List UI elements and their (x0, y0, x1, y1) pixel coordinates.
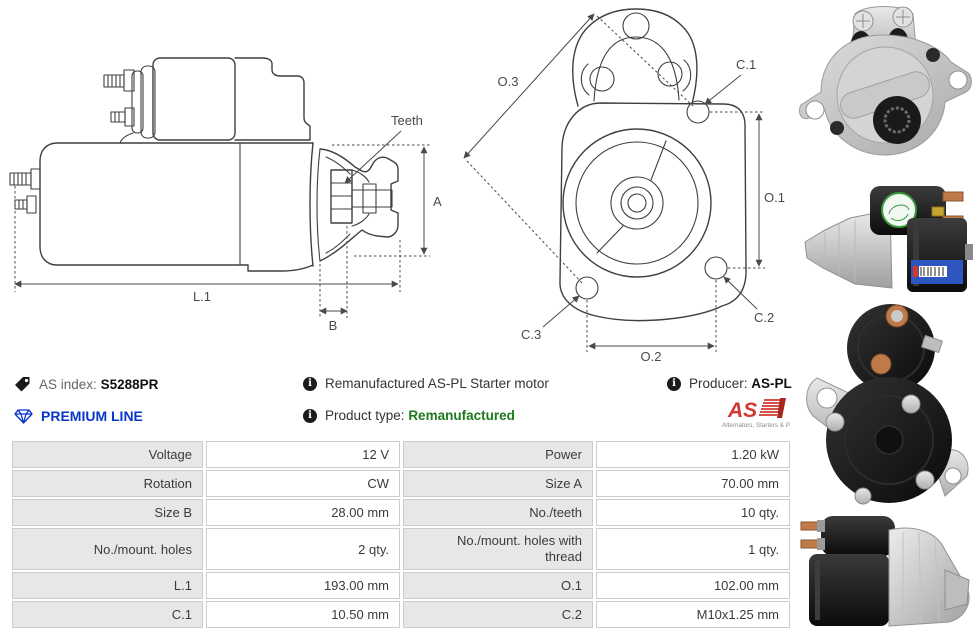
dim-label-a: A (433, 194, 442, 209)
product-photo-2[interactable] (795, 180, 976, 300)
spec-value: 1.20 kW (596, 441, 790, 468)
dim-label-o2: O.2 (641, 349, 662, 364)
starter-front-view-photo (798, 6, 972, 156)
producer-value: AS-PL (751, 376, 792, 391)
spec-value: 1 qty. (596, 528, 790, 570)
starter-profile-view-photo (800, 516, 970, 627)
dim-label-o3: O.3 (498, 74, 519, 89)
spec-value: 28.00 mm (206, 499, 400, 526)
spec-value: M10x1.25 mm (596, 601, 790, 628)
tag-icon (15, 377, 30, 392)
info-icon: i (303, 376, 317, 391)
dim-label-o1: O.1 (764, 190, 785, 205)
dim-label-c1: C.1 (736, 57, 756, 72)
product-photo-3[interactable] (795, 300, 976, 510)
spec-value: CW (206, 470, 400, 497)
premium-line-label: PREMIUM LINE (41, 408, 143, 424)
spec-label: Voltage (12, 441, 203, 468)
diamond-icon (14, 408, 33, 424)
as-pl-logo-icon: AS Alternators, Starters & Parts (722, 398, 800, 429)
as-index-value: S5288PR (100, 377, 159, 392)
spec-label: L.1 (12, 572, 203, 599)
producer-label: Producer: (689, 376, 748, 391)
dim-label-c2: C.2 (754, 310, 774, 325)
spec-value: 102.00 mm (596, 572, 790, 599)
info-icon: i (667, 376, 681, 391)
dim-label-c3: C.3 (521, 327, 541, 342)
product-photo-1[interactable] (795, 0, 976, 180)
logo-tagline: Alternators, Starters & Parts (722, 422, 790, 429)
spec-label: No./mount. holes with thread (403, 528, 593, 570)
starter-front-view-drawing: O.3 O.1 O.2 C.1 C.2 C.3 (463, 8, 785, 364)
product-type-value: Remanufactured (408, 408, 515, 423)
spec-value: 70.00 mm (596, 470, 790, 497)
as-index: AS index: S5288PR (14, 376, 158, 393)
dimension-drawings: L.1 B A Teeth (9, 8, 785, 364)
producer: i Producer: AS-PL (667, 376, 792, 391)
dim-label-l1: L.1 (193, 289, 211, 304)
spec-label: No./teeth (403, 499, 593, 526)
starter-side-view-photo (804, 186, 973, 292)
spec-label: No./mount. holes (12, 528, 203, 570)
spec-label: C.1 (12, 601, 203, 628)
logo-text: AS (727, 399, 757, 422)
product-info-bar: AS index: S5288PR PREMIUM LINE i Remanuf… (0, 366, 800, 440)
spec-value: 193.00 mm (206, 572, 400, 599)
spec-label: Power (403, 441, 593, 468)
starter-side-view-drawing: L.1 B A Teeth (9, 57, 442, 333)
product-photo-4[interactable] (795, 510, 976, 636)
as-index-label: AS index: (39, 377, 97, 392)
spec-label: C.2 (403, 601, 593, 628)
spec-label: Size B (12, 499, 203, 526)
product-type: i Product type: Remanufactured (303, 408, 515, 423)
premium-line-badge: PREMIUM LINE (14, 408, 143, 424)
spec-table: Voltage 12 V Power 1.20 kW Rotation CW S… (12, 441, 790, 628)
starter-rear-view-photo (806, 304, 969, 505)
product-description: i Remanufactured AS-PL Starter motor (303, 376, 549, 391)
spec-value: 2 qty. (206, 528, 400, 570)
product-type-label: Product type: (325, 408, 405, 423)
spec-value: 10 qty. (596, 499, 790, 526)
spec-label: Rotation (12, 470, 203, 497)
spec-label: O.1 (403, 572, 593, 599)
spec-label: Size A (403, 470, 593, 497)
spec-value: 10.50 mm (206, 601, 400, 628)
product-photo-gallery (795, 0, 976, 636)
dim-label-b: B (329, 318, 338, 333)
product-description-text: Remanufactured AS-PL Starter motor (325, 376, 549, 391)
spec-value: 12 V (206, 441, 400, 468)
teeth-label: Teeth (391, 113, 423, 128)
eco-sticker (881, 192, 917, 228)
info-icon: i (303, 408, 317, 423)
as-pl-brand-logo: AS Alternators, Starters & Parts (720, 396, 800, 435)
